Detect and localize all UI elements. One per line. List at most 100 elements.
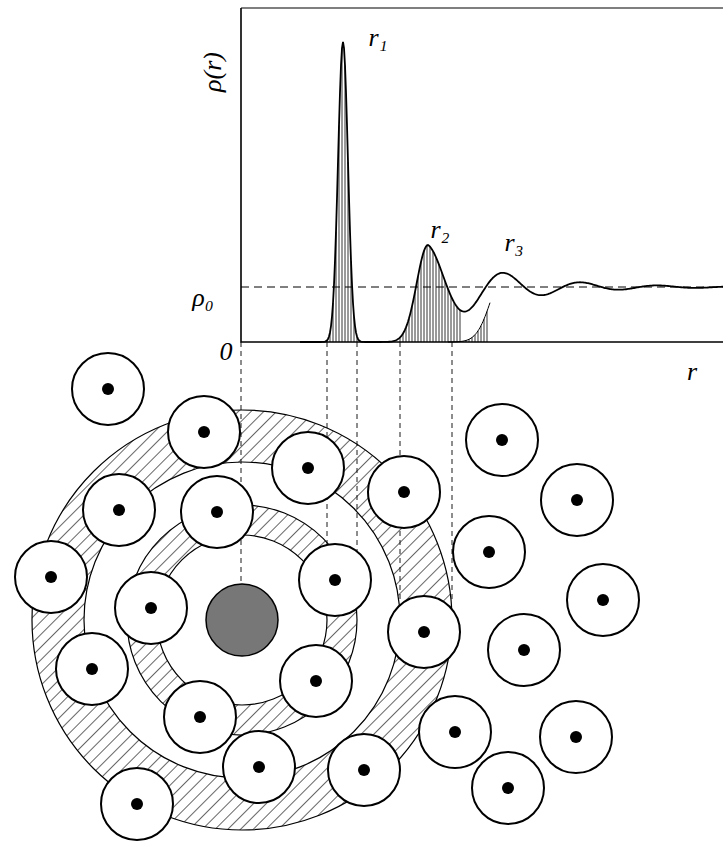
- particle-core: [198, 426, 210, 438]
- peak-hatch: [445, 281, 446, 342]
- peak-hatch: [342, 48, 343, 342]
- particle-core: [518, 644, 530, 656]
- peak-hatch: [475, 335, 476, 342]
- particle-shell: [540, 701, 612, 773]
- peak-hatch: [487, 311, 488, 342]
- particle: [388, 596, 460, 668]
- particle-shell: [368, 456, 440, 528]
- particle: [280, 645, 352, 717]
- particle-core: [45, 571, 57, 583]
- peak-hatch: [484, 319, 485, 342]
- particle-core: [571, 494, 583, 506]
- third-shell-curve: [448, 303, 490, 342]
- particle-core: [86, 663, 98, 675]
- axis-label: r₁: [368, 25, 387, 51]
- particle: [488, 614, 560, 686]
- particle-core: [194, 711, 206, 723]
- particle-shell: [56, 633, 128, 705]
- particle-core: [211, 506, 223, 518]
- particle-shell: [466, 404, 538, 476]
- peak-hatch: [481, 326, 482, 342]
- particle-core: [145, 602, 157, 614]
- particle-shell: [299, 544, 371, 616]
- particle: [541, 464, 613, 536]
- particle-core: [310, 675, 322, 687]
- axis-label: r₂: [430, 217, 449, 243]
- peak-hatch: [424, 251, 425, 342]
- particle: [368, 456, 440, 528]
- peak-hatch: [427, 245, 428, 342]
- particle-core: [398, 486, 410, 498]
- particle: [164, 681, 236, 753]
- particle-shell: [164, 681, 236, 753]
- particle-shell: [453, 516, 525, 588]
- particle-shell: [83, 474, 155, 546]
- particle-shell: [388, 596, 460, 668]
- particle-core: [597, 594, 609, 606]
- particle: [181, 476, 253, 548]
- particle-core: [131, 798, 143, 810]
- particle-core: [302, 462, 314, 474]
- peak-hatch: [457, 307, 458, 342]
- particle-shell: [272, 432, 344, 504]
- particle-shell: [472, 752, 544, 824]
- rdf-curve: [300, 42, 723, 342]
- particle: [540, 701, 612, 773]
- rdf-plot: [241, 8, 723, 342]
- frame-line: [241, 7, 723, 8]
- peak-hatch: [418, 276, 419, 342]
- particle-core: [102, 383, 114, 395]
- particle: [168, 396, 240, 468]
- particle-core: [449, 726, 461, 738]
- particle: [472, 752, 544, 824]
- particle-core: [253, 761, 265, 773]
- peak-hatch: [345, 66, 346, 342]
- peak-hatch: [436, 257, 437, 342]
- peak-hatch: [451, 296, 452, 342]
- particle-shell: [419, 696, 491, 768]
- mean-density-line: [241, 287, 723, 288]
- particle-shell: [567, 564, 639, 636]
- particle: [56, 633, 128, 705]
- peak-hatch: [478, 331, 479, 342]
- particle-shell: [181, 476, 253, 548]
- peak-hatch: [415, 292, 416, 342]
- particle: [328, 734, 400, 806]
- particle: [466, 404, 538, 476]
- particle-core: [502, 782, 514, 794]
- particles: [15, 353, 639, 840]
- peak-hatch: [439, 265, 440, 342]
- particle: [115, 572, 187, 644]
- particle-shell: [541, 464, 613, 536]
- particle-core: [113, 504, 125, 516]
- particle: [101, 768, 173, 840]
- particle: [419, 696, 491, 768]
- particle-core: [329, 574, 341, 586]
- particle-core: [358, 764, 370, 776]
- axis-label: ρ(r): [200, 52, 226, 92]
- particle-core: [483, 546, 495, 558]
- axes: [241, 8, 723, 342]
- peak-hatch: [454, 302, 455, 342]
- guide-line: [241, 342, 242, 620]
- particle-core: [496, 434, 508, 446]
- peak-hatch: [433, 251, 434, 342]
- particle-shell: [72, 353, 144, 425]
- particle-shell: [280, 645, 352, 717]
- particle: [72, 353, 144, 425]
- particle-shell: [101, 768, 173, 840]
- peak-hatch: [442, 273, 443, 342]
- particle: [272, 432, 344, 504]
- particle: [15, 541, 87, 613]
- peak-hatch: [448, 289, 449, 342]
- particle: [567, 564, 639, 636]
- particle-shell: [115, 572, 187, 644]
- axis-label: r: [687, 359, 697, 385]
- particle-shell: [488, 614, 560, 686]
- particle: [223, 731, 295, 803]
- particle: [83, 474, 155, 546]
- axis-label: r₃: [504, 230, 523, 256]
- particle-shell: [328, 734, 400, 806]
